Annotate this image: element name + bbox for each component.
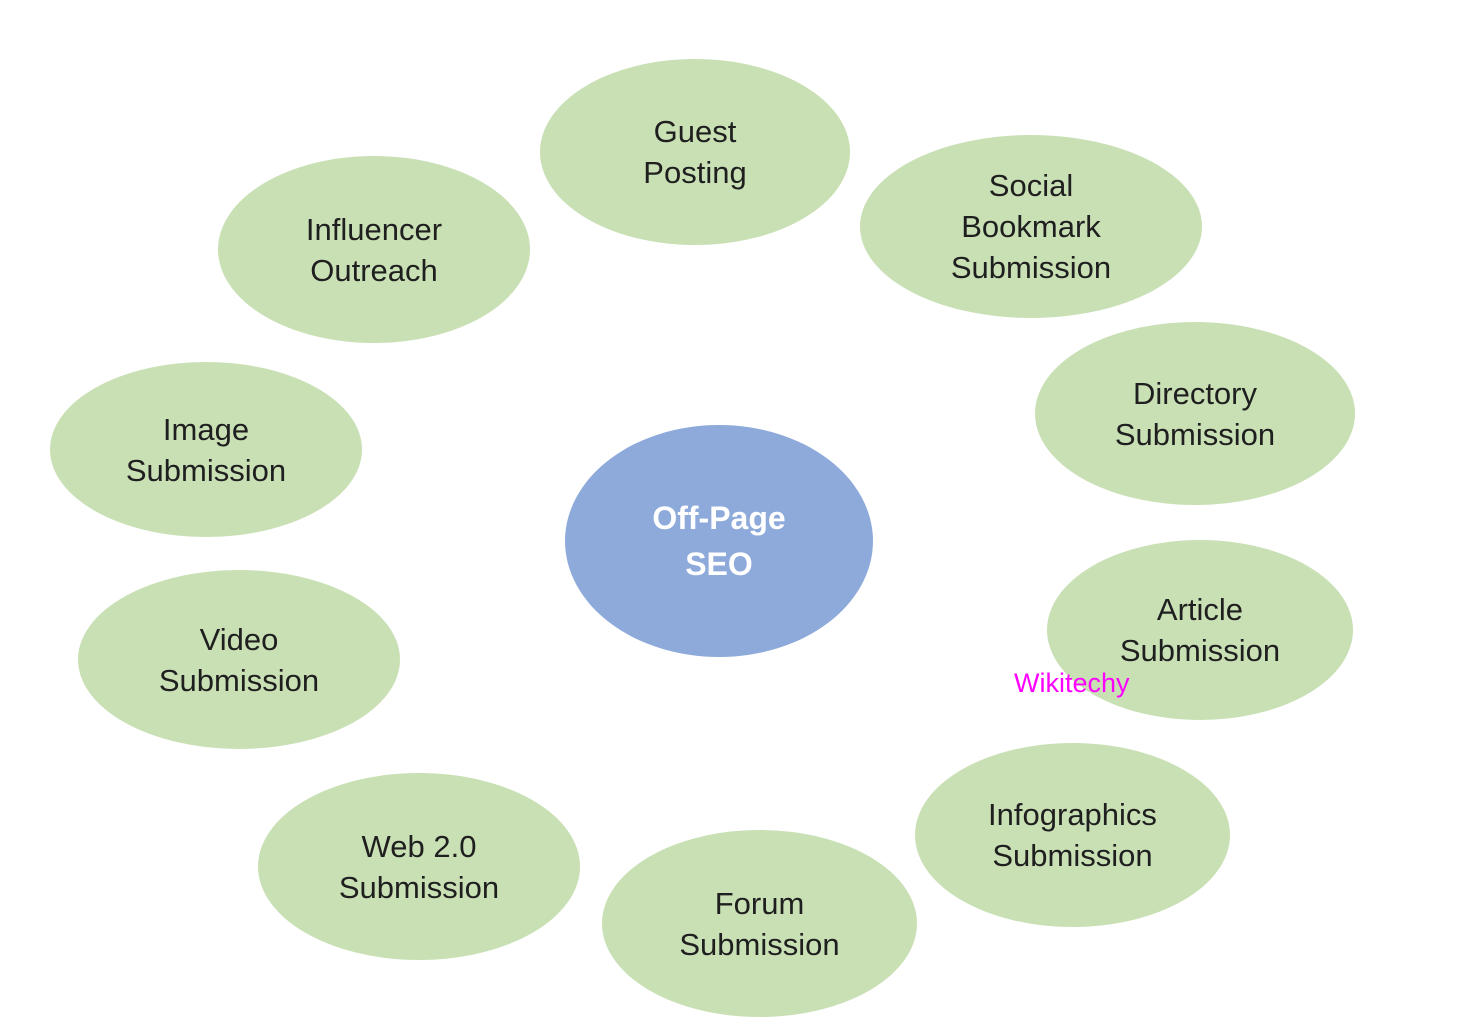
node-article-submission: Article Submission (1047, 540, 1353, 720)
node-guest-posting: Guest Posting (540, 59, 850, 245)
center-node-off-page-seo: Off-Page SEO (565, 425, 873, 657)
wikitechy-watermark: Wikitechy (1014, 668, 1130, 698)
node-web-2-0-submission: Web 2.0 Submission (258, 773, 580, 960)
node-forum-submission: Forum Submission (602, 830, 917, 1017)
node-image-submission: Image Submission (50, 362, 362, 537)
node-directory-submission: Directory Submission (1035, 322, 1355, 505)
node-social-bookmark-submission: Social Bookmark Submission (860, 135, 1202, 318)
node-video-submission: Video Submission (78, 570, 400, 749)
node-infographics-submission: Infographics Submission (915, 743, 1230, 927)
node-influencer-outreach: Influencer Outreach (218, 156, 530, 343)
